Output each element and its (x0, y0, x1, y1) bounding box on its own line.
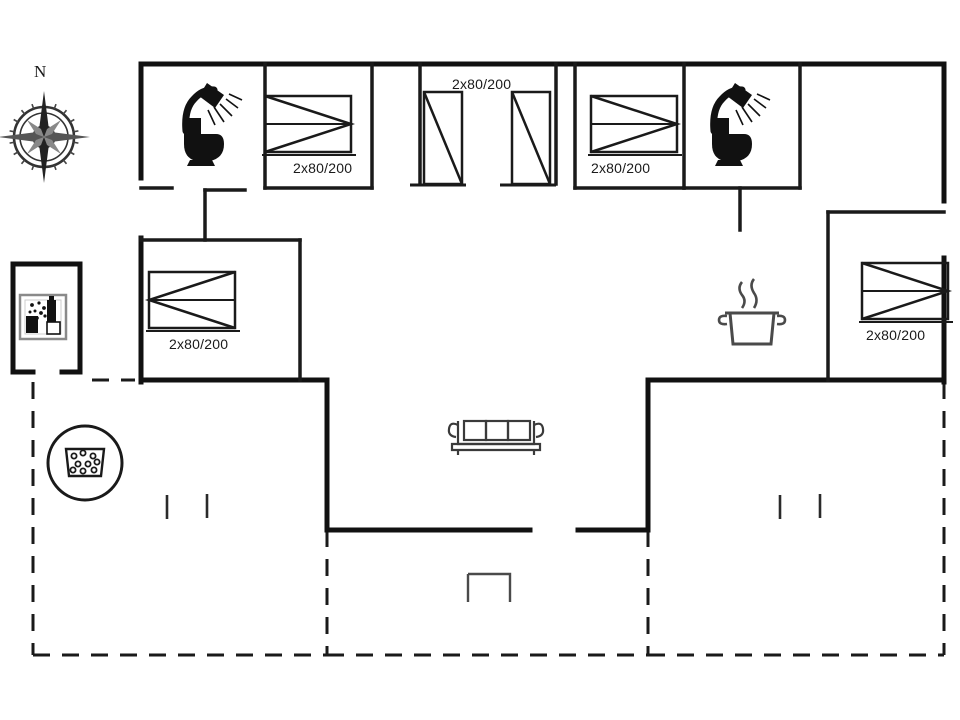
shower-icon (710, 83, 771, 135)
pot-handle-right (776, 314, 787, 326)
toilet-cistern (188, 118, 201, 134)
bed-label-top-left: 2x80/200 (293, 160, 353, 176)
pot-handle-left (717, 314, 728, 326)
bed-top-left (262, 94, 356, 156)
grill-basin (64, 447, 106, 478)
bed-top-left-fold (264, 94, 356, 154)
sofa-base (450, 442, 542, 452)
door-swing-right (510, 91, 552, 185)
sofa-cushion-3 (506, 419, 532, 442)
sofa-cushion-2 (484, 419, 510, 442)
utility-room-walls (10, 261, 83, 375)
bathroom-left-fixtures (182, 83, 243, 166)
shower-spray (735, 93, 771, 126)
laundry-basket (26, 316, 38, 333)
sofa-legs (456, 450, 536, 455)
table-icon (466, 572, 512, 602)
shower-head (727, 83, 752, 108)
laundry-suds (28, 301, 47, 320)
cooking-pot-icon (717, 278, 787, 346)
door-swing-left (422, 91, 464, 185)
pot-steam-2 (750, 278, 758, 309)
center-double-doors (410, 90, 556, 187)
laundry-bottle-cap (49, 296, 54, 301)
bed-top-right (588, 94, 682, 156)
shower-spray (207, 93, 243, 126)
toilet-icon (712, 118, 752, 166)
terrace-outlines (31, 378, 946, 657)
shower-icon (182, 83, 243, 135)
bed-label-mid-left: 2x80/200 (169, 336, 229, 352)
shower-head (199, 83, 224, 108)
bed-label-mid-right: 2x80/200 (866, 327, 926, 343)
bed-top-right-fold (590, 94, 682, 154)
grill-icon (46, 424, 124, 502)
bed-mid-right-fold (861, 261, 953, 321)
toilet-cistern (716, 118, 729, 134)
toilet-icon (184, 118, 224, 166)
bed-mid-right (859, 261, 953, 323)
laundry-box (46, 321, 61, 335)
bed-label-top-right: 2x80/200 (591, 160, 651, 176)
exterior-walls (138, 61, 947, 533)
table-outline (466, 572, 512, 602)
bathroom-right-fixtures (710, 83, 771, 166)
bed-mid-left (144, 270, 240, 332)
toilet-base (187, 160, 215, 166)
toilet-bowl (184, 134, 224, 161)
sofa-arm-right (533, 422, 545, 439)
sofa-arm-left (447, 422, 459, 439)
pot-steam-1 (738, 281, 746, 309)
bed-label-top-center: 2x80/200 (452, 76, 512, 92)
terrace-furniture-markers (165, 494, 822, 519)
grill-circle (46, 424, 124, 502)
toilet-bowl (712, 134, 752, 161)
washing-machine-icon (18, 293, 68, 341)
compass-north-label: N (34, 62, 47, 81)
sofa-cushion-1 (462, 419, 488, 442)
toilet-base (715, 160, 743, 166)
grill-coals (69, 449, 101, 475)
laundry-bottle (47, 300, 56, 322)
compass-rose-icon (0, 91, 90, 183)
pot-body (728, 311, 776, 346)
compass-star (0, 91, 90, 183)
sofa-icon (447, 419, 545, 455)
interior-walls (139, 62, 946, 382)
bed-mid-left-fold (144, 270, 236, 330)
